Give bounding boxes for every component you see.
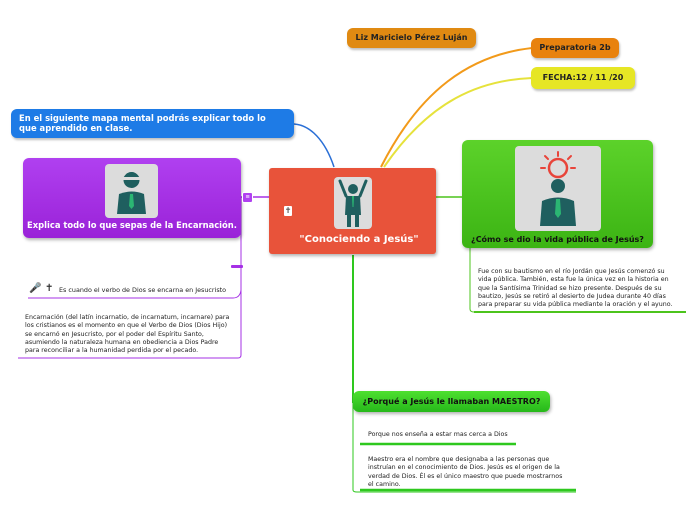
school-node[interactable]: Preparatoria 2b: [531, 38, 619, 58]
author-name: Liz Maricielo Pérez Luján: [355, 33, 468, 42]
left-icon-frame: [105, 164, 158, 218]
line-to-school: [380, 47, 533, 168]
cross-icon: ✝: [45, 283, 54, 294]
right-branch-vertical: [469, 248, 686, 313]
right-icon-frame: [515, 146, 601, 231]
worker-person-icon: [117, 172, 146, 214]
bottom-topic-node[interactable]: ¿Porqué a Jesús le llamaban MAESTRO?: [353, 391, 550, 412]
right-topic-detail: Fue con su bautismo en el río Jordán que…: [478, 268, 673, 309]
intro-node[interactable]: En el siguiente mapa mental podrás expli…: [11, 109, 294, 138]
bottom-branch-vertical: [352, 403, 576, 493]
bottom-answer1: Porque nos enseña a estar mas cerca a Di…: [368, 431, 508, 438]
line-to-intro: [293, 123, 335, 168]
left-topic-note: Es cuando el verbo de Dios se encarna en…: [59, 286, 227, 294]
date-node[interactable]: FECHA:12 / 11 /20: [531, 67, 635, 89]
idea-person-icon: [540, 151, 576, 226]
left-topic-title: Explica todo lo que sepas de la Encarnac…: [27, 220, 237, 230]
intro-text: En el siguiente mapa mental podrás expli…: [19, 113, 266, 133]
notes-icon[interactable]: ≡: [242, 192, 253, 203]
central-title: "Conociendo a Jesús": [299, 234, 419, 245]
right-topic-node[interactable]: ¿Cómo se dio la vida pública de Jesús?: [462, 140, 653, 248]
bottom-answer2: Maestro era el nombre que designaba a la…: [368, 456, 563, 488]
microphone-icon: 🎤: [29, 283, 42, 294]
date-label: FECHA:12 / 11 /20: [542, 73, 624, 82]
attachment-icon[interactable]: ✝: [284, 206, 292, 216]
author-node[interactable]: Liz Maricielo Pérez Luján: [347, 28, 476, 48]
central-node[interactable]: ✝ "Conociendo a Jesús": [269, 168, 436, 254]
right-topic-title: ¿Cómo se dio la vida pública de Jesús?: [471, 235, 644, 244]
praising-person-icon: [338, 179, 368, 227]
central-icon-frame: [334, 177, 372, 229]
left-topic-node[interactable]: Explica todo lo que sepas de la Encarnac…: [23, 158, 241, 238]
left-branch-note-underline: [28, 289, 242, 299]
left-branch-vertical: [18, 197, 242, 359]
line-to-date: [383, 77, 533, 168]
school-label: Preparatoria 2b: [539, 43, 611, 52]
left-branch-stub: [231, 265, 243, 268]
bottom-topic-title: ¿Porqué a Jesús le llamaban MAESTRO?: [362, 397, 541, 406]
left-topic-detail: Encarnación (del latín incarnatio, de in…: [25, 314, 230, 355]
